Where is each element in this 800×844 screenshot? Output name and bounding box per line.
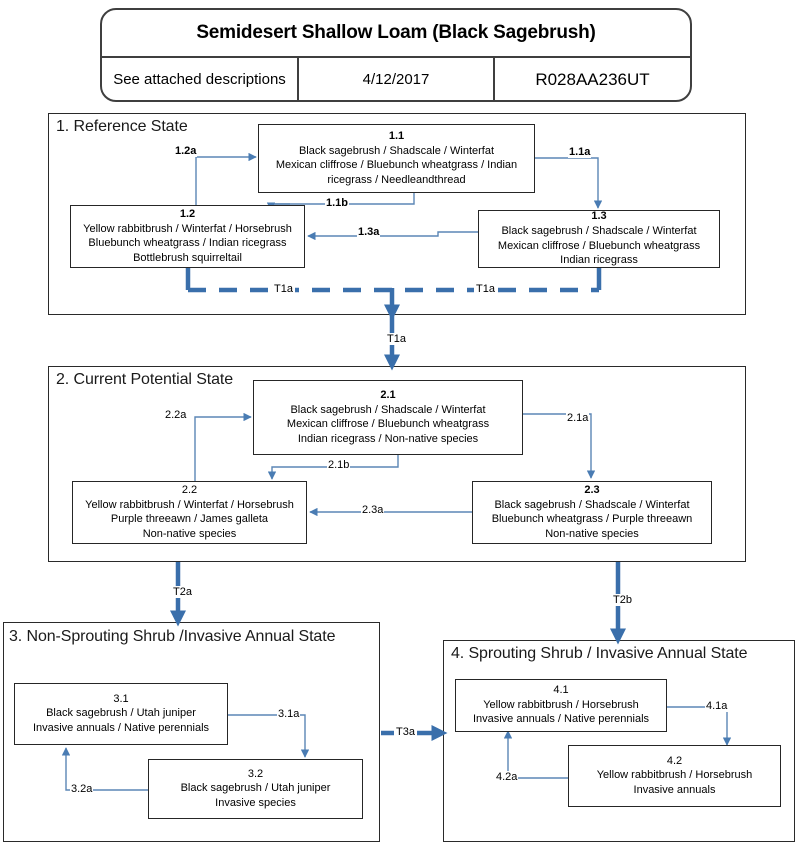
phase-number-2-1: 2.1 xyxy=(380,388,396,401)
pathway-label-2-1b: 2.1b xyxy=(327,459,351,471)
phase-number-1-3: 1.3 xyxy=(591,210,607,223)
state-title-3: 3. Non-Sprouting Shrub /Invasive Annual … xyxy=(9,628,336,645)
pathway-label-1-2a: 1.2a xyxy=(174,145,198,157)
transition-label-t2b: T2b xyxy=(611,594,634,606)
phase-number-4-2: 4.2 xyxy=(666,754,683,767)
phase-box-1-2[interactable]: 1.2 Yellow rabbitbrush / Winterfat / Hor… xyxy=(70,205,305,268)
phase-number-1-1: 1.1 xyxy=(388,129,405,142)
phase-text-3-1: Black sagebrush / Utah juniper Invasive … xyxy=(32,707,210,734)
phase-box-4-1[interactable]: 4.1 Yellow rabbitbrush / Horsebrush Inva… xyxy=(455,679,667,732)
pathway-label-1-3a: 1.3a xyxy=(357,226,381,238)
transition-label-t1a-right: T1a xyxy=(474,283,497,295)
phase-number-3-1: 3.1 xyxy=(113,692,129,705)
phase-number-3-2: 3.2 xyxy=(247,767,264,780)
phase-box-2-3[interactable]: 2.3 Black sagebrush / Shadscale / Winter… xyxy=(472,481,712,544)
phase-text-1-3: Black sagebrush / Shadscale / Winterfat … xyxy=(497,225,701,267)
page-title: Semidesert Shallow Loam (Black Sagebrush… xyxy=(102,10,690,58)
state-container-4 xyxy=(443,640,795,842)
phase-box-3-2[interactable]: 3.2 Black sagebrush / Utah juniper Invas… xyxy=(148,759,363,819)
header-card: Semidesert Shallow Loam (Black Sagebrush… xyxy=(100,8,692,102)
header-meta-row: See attached descriptions 4/12/2017 R028… xyxy=(102,58,690,100)
phase-box-1-3[interactable]: 1.3 Black sagebrush / Shadscale / Winter… xyxy=(478,210,720,268)
pathway-label-4-2a: 4.2a xyxy=(495,771,519,783)
pathway-label-1-1b: 1.1b xyxy=(325,197,350,209)
state-title-1: 1. Reference State xyxy=(56,118,188,135)
phase-text-1-1: Black sagebrush / Shadscale / Winterfat … xyxy=(275,144,518,186)
pathway-label-2-2a: 2.2a xyxy=(164,409,188,421)
pathway-label-4-1a: 4.1a xyxy=(705,700,729,712)
state-title-4: 4. Sprouting Shrub / Invasive Annual Sta… xyxy=(451,645,748,662)
phase-text-2-2: Yellow rabbitbrush / Winterfat / Horsebr… xyxy=(85,498,294,540)
transition-label-t1a-down: T1a xyxy=(385,333,408,345)
header-description-cell: See attached descriptions xyxy=(102,58,299,100)
phase-number-1-2: 1.2 xyxy=(179,207,196,220)
pathway-label-2-1a: 2.1a xyxy=(566,412,590,424)
pathway-label-3-1a: 3.1a xyxy=(277,708,301,720)
transition-label-t3a: T3a xyxy=(394,726,417,738)
header-ecosite-id-cell: R028AA236UT xyxy=(535,70,650,90)
phase-text-3-2: Black sagebrush / Utah juniper Invasive … xyxy=(180,782,331,809)
phase-box-4-2[interactable]: 4.2 Yellow rabbitbrush / Horsebrush Inva… xyxy=(568,745,781,807)
pathway-label-3-2a: 3.2a xyxy=(70,783,94,795)
transition-label-t1a-left: T1a xyxy=(272,283,295,295)
phase-box-3-1[interactable]: 3.1 Black sagebrush / Utah juniper Invas… xyxy=(14,683,228,745)
header-date-cell: 4/12/2017 xyxy=(299,58,495,100)
phase-number-2-3: 2.3 xyxy=(584,483,600,496)
transition-label-t2a: T2a xyxy=(171,586,194,598)
phase-text-2-3: Black sagebrush / Shadscale / Winterfat … xyxy=(491,498,693,540)
phase-box-2-2[interactable]: 2.2 Yellow rabbitbrush / Winterfat / Hor… xyxy=(72,481,307,544)
phase-box-1-1[interactable]: 1.1 Black sagebrush / Shadscale / Winter… xyxy=(258,124,535,193)
state-title-2: 2. Current Potential State xyxy=(56,371,234,388)
phase-text-2-1: Black sagebrush / Shadscale / Winterfat … xyxy=(286,403,490,445)
phase-number-2-2: 2.2 xyxy=(181,483,198,496)
pathway-label-1-1a: 1.1a xyxy=(568,146,592,158)
phase-number-4-1: 4.1 xyxy=(553,684,569,697)
phase-text-4-1: Yellow rabbitbrush / Horsebrush Invasive… xyxy=(472,698,650,726)
phase-text-1-2: Yellow rabbitbrush / Winterfat / Horsebr… xyxy=(83,222,292,264)
phase-box-2-1[interactable]: 2.1 Black sagebrush / Shadscale / Winter… xyxy=(253,380,523,455)
pathway-label-2-3a: 2.3a xyxy=(361,504,385,516)
phase-text-4-2: Yellow rabbitbrush / Horsebrush Invasive… xyxy=(596,769,753,796)
